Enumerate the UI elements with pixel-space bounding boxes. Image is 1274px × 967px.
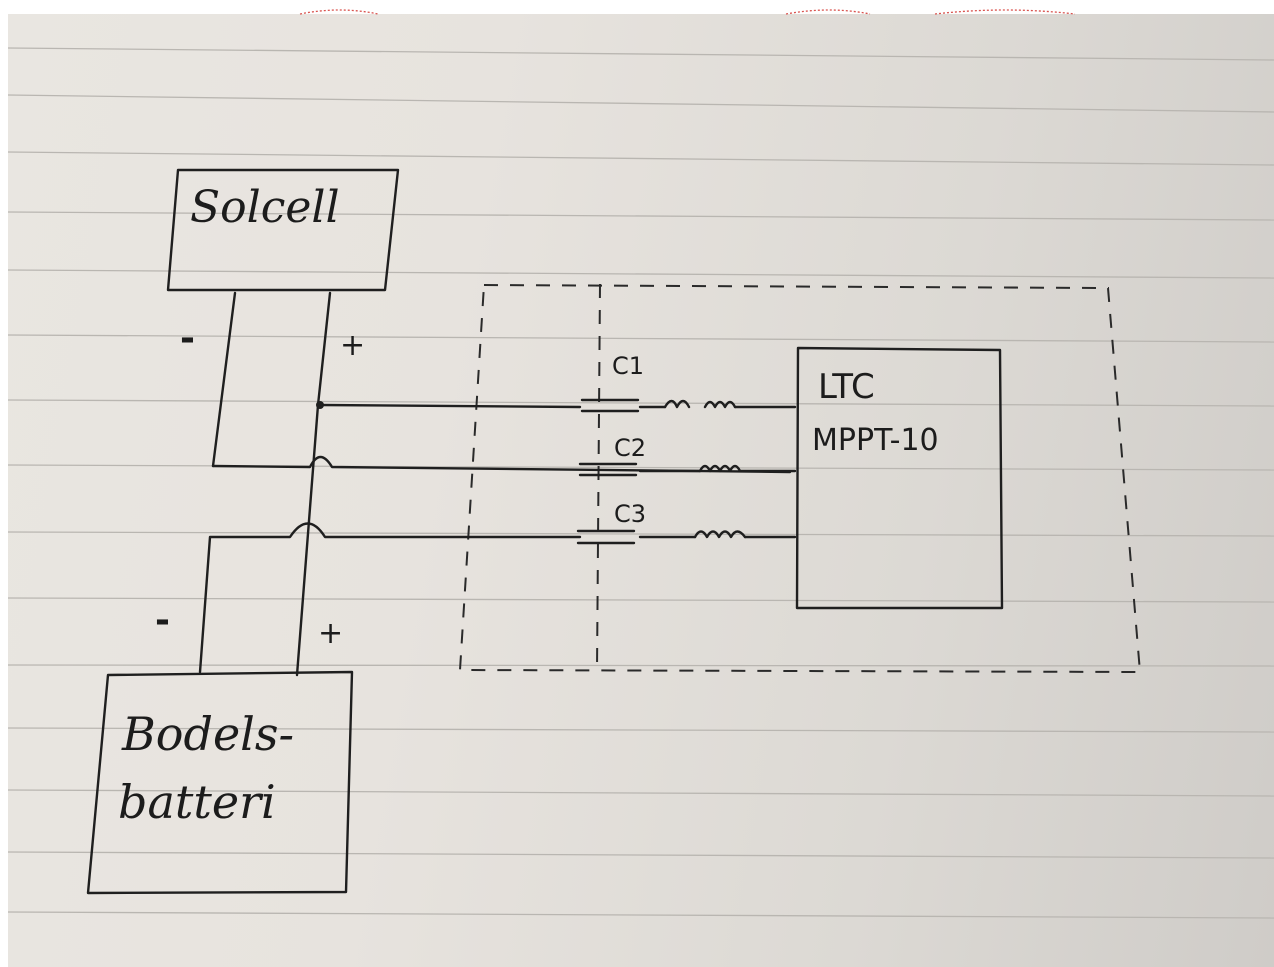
capacitors: C1 C2 C3 — [576, 352, 646, 545]
notebook-paper — [8, 14, 1274, 967]
battery-label-line1: Bodels- — [121, 707, 294, 761]
battery-minus-sign: - — [155, 600, 170, 641]
battery-plus-sign: + — [318, 616, 343, 651]
capacitor-c3-label: C3 — [614, 500, 646, 528]
capacitor-c1-label: C1 — [612, 352, 644, 380]
battery-label-line2: batteri — [118, 775, 276, 829]
capacitor-c2-label: C2 — [614, 434, 646, 462]
red-edge-marks — [299, 9, 1076, 15]
solar-cell-block: Solcell — [166, 168, 400, 292]
solar-cell-label: Solcell — [190, 182, 340, 233]
capacitor-c3 — [576, 529, 636, 545]
junction-dot — [316, 401, 324, 409]
inductor-l1 — [663, 399, 737, 409]
solar-plus-sign: + — [340, 328, 365, 363]
polarity-marks: - + - + — [155, 318, 365, 651]
solar-minus-sign: - — [180, 318, 195, 359]
inductor-l3 — [693, 530, 747, 539]
controller-label-line2: MPPT-10 — [812, 423, 939, 458]
wires — [198, 291, 797, 677]
battery-block: Bodels- batteri — [86, 670, 354, 895]
capacitor-c2 — [578, 462, 638, 477]
inductors — [663, 399, 747, 539]
capacitor-c1 — [580, 398, 640, 413]
dashed-enclosure — [458, 283, 1142, 674]
controller-block: LTC MPPT-10 — [795, 346, 1004, 610]
controller-label-line1: LTC — [818, 367, 875, 407]
inductor-l2 — [698, 464, 742, 473]
